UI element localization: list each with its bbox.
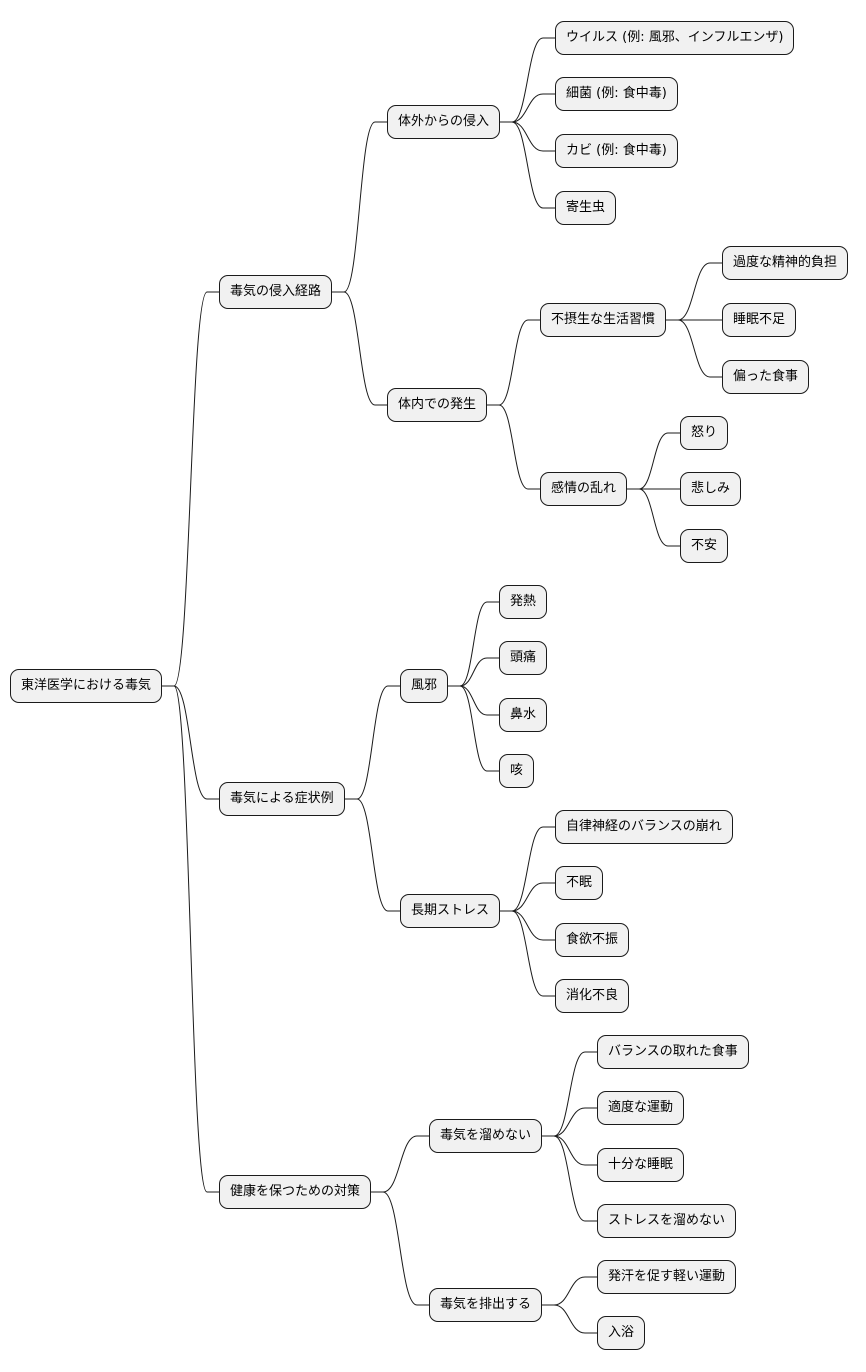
leaf-moderate-exercise[interactable]: 適度な運動 [597,1091,685,1125]
leaf-anxiety[interactable]: 不安 [680,529,729,563]
branch-intrusion-routes[interactable]: 毒気の侵入経路 [219,275,333,309]
connector-b1-1-2 [500,910,555,941]
connector-b2-1-0 [542,1276,597,1306]
connector-b1-0-2 [448,685,499,716]
connector-b0-1 [332,291,387,406]
connector-b0-0-2 [500,121,555,152]
leaf-indigestion[interactable]: 消化不良 [555,979,630,1013]
connector-b0 [162,291,219,687]
leaf-fever[interactable]: 発熱 [499,585,548,619]
connector-b0-1-0 [487,319,540,406]
leaf-sadness[interactable]: 悲しみ [680,472,742,506]
leaf-headache[interactable]: 頭痛 [499,641,548,675]
connector-b2-1 [371,1191,429,1306]
leaf-cough[interactable]: 咳 [499,754,535,788]
leaf-enough-sleep[interactable]: 十分な睡眠 [597,1148,685,1182]
connector-b2-0-1 [542,1107,597,1137]
node-internal-origin[interactable]: 体内での発生 [387,388,488,422]
leaf-appetite-loss[interactable]: 食欲不振 [555,923,630,957]
connector-b1-0-0 [448,601,499,687]
connector-b2-0 [371,1135,429,1193]
leaf-avoid-stress[interactable]: ストレスを溜めない [597,1204,737,1238]
connector-b2 [162,685,219,1193]
leaf-mental-burden[interactable]: 過度な精神的負担 [722,246,849,280]
leaf-sleep-deprivation[interactable]: 睡眠不足 [722,303,797,337]
connector-b0-1-0-0 [666,262,722,321]
node-emotional-disturbance[interactable]: 感情の乱れ [540,472,628,506]
leaf-anger[interactable]: 怒り [680,416,729,450]
leaf-bacteria[interactable]: 細菌 (例: 食中毒) [555,77,678,111]
root-node[interactable]: 東洋医学における毒気 [10,669,163,703]
leaf-insomnia[interactable]: 不眠 [555,866,604,900]
connector-b0-0-0 [500,37,555,123]
leaf-virus[interactable]: ウイルス (例: 風邪、インフルエンザ) [555,21,795,55]
node-prevent-accumulation[interactable]: 毒気を溜めない [429,1119,543,1153]
node-unhealthy-lifestyle[interactable]: 不摂生な生活習慣 [540,303,667,337]
node-expel-toxins[interactable]: 毒気を排出する [429,1288,543,1322]
connector-b1-0-1 [448,657,499,687]
leaf-sweating-exercise[interactable]: 発汗を促す軽い運動 [597,1260,737,1294]
connector-b1-1-3 [500,910,555,997]
connector-b2-0-3 [542,1135,597,1222]
connector-b0-0-1 [500,93,555,123]
connector-b1-0 [345,685,400,800]
leaf-parasite[interactable]: 寄生虫 [555,191,617,225]
connector-b0-1-1-2 [627,488,680,547]
branch-countermeasures[interactable]: 健康を保つための対策 [219,1175,372,1209]
connector-b0-1-1-0 [627,432,680,490]
branch-symptoms[interactable]: 毒気による症状例 [219,782,345,816]
node-chronic-stress[interactable]: 長期ストレス [400,894,501,928]
node-cold[interactable]: 風邪 [400,669,449,703]
connector-b0-0-3 [500,121,555,209]
node-external-intrusion[interactable]: 体外からの侵入 [387,105,501,139]
connector-b2-1-1 [542,1304,597,1334]
leaf-unbalanced-diet[interactable]: 偏った食事 [722,360,810,394]
connector-b2-0-0 [542,1051,597,1137]
connector-b0-0 [332,121,387,293]
connector-b1 [162,685,219,800]
connector-b1-1 [345,798,400,912]
leaf-balanced-diet[interactable]: バランスの取れた食事 [597,1035,749,1069]
connector-b1-0-3 [448,685,499,772]
leaf-autonomic-imbalance[interactable]: 自律神経のバランスの崩れ [555,810,733,844]
connector-b0-1-0-2 [666,319,722,378]
connector-b2-0-2 [542,1135,597,1166]
connector-b1-1-1 [500,882,555,912]
leaf-mold[interactable]: カビ (例: 食中毒) [555,134,678,168]
connector-b0-1-1 [487,404,540,490]
leaf-bathing[interactable]: 入浴 [597,1316,646,1350]
leaf-runny-nose[interactable]: 鼻水 [499,698,548,732]
connector-b1-1-0 [500,826,555,912]
